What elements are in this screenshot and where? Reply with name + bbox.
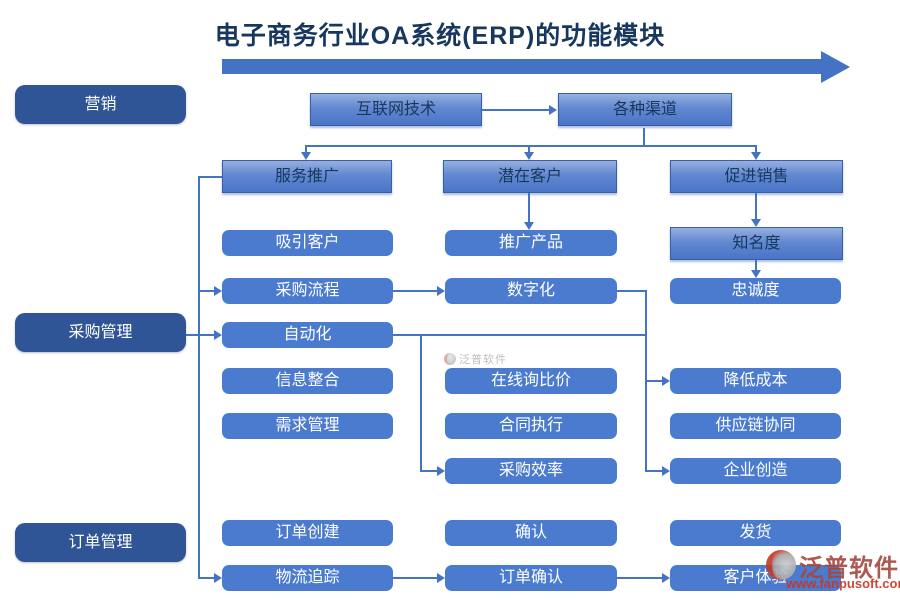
page-title: 电子商务行业OA系统(ERP)的功能模块 xyxy=(214,22,666,50)
node-loyalty: 忠诚度 xyxy=(670,278,841,304)
connector-awareness-to-loyalty xyxy=(755,260,757,270)
node-supply-chain: 供应链协同 xyxy=(670,413,841,439)
node-internet-tech: 互联网技术 xyxy=(310,93,482,126)
fanpu-logo-icon xyxy=(444,353,456,365)
fanpu-logo-icon xyxy=(766,550,796,580)
connector-to-procurement-efficiency xyxy=(420,470,437,472)
node-enterprise-creation: 企业创造 xyxy=(670,458,841,484)
connector-drop-service-promo xyxy=(305,145,307,153)
top-timeline-arrowhead-icon xyxy=(821,51,850,83)
node-online-inquiry: 在线询比价 xyxy=(445,368,617,394)
connector-to-cost-reduction xyxy=(645,380,662,382)
node-shipping: 发货 xyxy=(670,520,841,546)
node-customer-experience: 客户体验 xyxy=(670,565,841,591)
node-awareness: 知名度 xyxy=(670,227,843,260)
connector-mid-spine xyxy=(420,334,422,471)
top-timeline-arrow xyxy=(222,59,822,74)
node-sales-promo: 促进销售 xyxy=(670,160,843,193)
arrowhead-icon xyxy=(437,573,445,583)
node-attract-customers: 吸引客户 xyxy=(222,230,393,256)
arrowhead-icon xyxy=(524,152,534,160)
watermark-center: 泛普软件 xyxy=(444,351,507,367)
node-automation: 自动化 xyxy=(222,322,393,348)
connector-to-enterprise-creation xyxy=(645,470,662,472)
arrowhead-icon xyxy=(301,152,311,160)
node-confirm: 确认 xyxy=(445,520,617,546)
connector-distribution-line xyxy=(305,145,757,147)
node-cost-reduction: 降低成本 xyxy=(670,368,841,394)
arrowhead-icon xyxy=(214,286,222,296)
category-orders: 订单管理 xyxy=(15,523,186,562)
arrowhead-icon xyxy=(662,573,670,583)
connector-left-spine xyxy=(198,176,200,578)
connector-logistics-to-orderconfirm xyxy=(393,577,437,579)
arrowhead-icon xyxy=(751,270,761,278)
watermark-brand-text: 泛普软件 xyxy=(459,354,507,366)
connector-spine-to-service-promo xyxy=(198,176,222,178)
node-contract-exec: 合同执行 xyxy=(445,413,617,439)
connector-drop-potential-customers xyxy=(528,145,530,153)
arrowhead-icon xyxy=(751,152,761,160)
connector-orderconfirm-to-experience xyxy=(617,577,662,579)
node-logistics-tracking: 物流追踪 xyxy=(222,565,393,591)
arrowhead-icon xyxy=(549,105,557,115)
connector-automation-out xyxy=(393,334,647,336)
connector-spine-to-procurement-process xyxy=(198,290,214,292)
node-digitization: 数字化 xyxy=(445,278,617,304)
node-promote-products: 推广产品 xyxy=(445,230,617,256)
arrowhead-icon xyxy=(437,286,445,296)
connector-channels-drop xyxy=(643,128,645,146)
watermark-url-text: www.fanpusoft.com xyxy=(786,576,900,591)
connector-spine-to-logistics xyxy=(198,577,214,579)
connector-digitization-out xyxy=(617,290,647,292)
node-order-creation: 订单创建 xyxy=(222,520,393,546)
category-procurement: 采购管理 xyxy=(15,313,186,352)
connector-sales-to-awareness xyxy=(755,193,757,219)
arrowhead-icon xyxy=(662,466,670,476)
node-potential-customers: 潜在客户 xyxy=(443,160,617,193)
connector-process-to-digitization xyxy=(393,290,437,292)
node-service-promo: 服务推广 xyxy=(222,160,392,193)
node-procurement-process: 采购流程 xyxy=(222,278,393,304)
node-channels: 各种渠道 xyxy=(558,93,732,126)
node-demand-mgmt: 需求管理 xyxy=(222,413,393,439)
watermark-brand-text: 泛普软件 xyxy=(799,555,899,582)
arrowhead-icon xyxy=(662,376,670,386)
node-procurement-efficiency: 采购效率 xyxy=(445,458,617,484)
arrowhead-icon xyxy=(524,222,534,230)
arrowhead-icon xyxy=(214,330,222,340)
connector-procurement-to-automation xyxy=(186,334,214,336)
connector-potential-to-promote xyxy=(528,193,530,222)
connector-drop-sales-promo xyxy=(755,145,757,153)
node-info-integration: 信息整合 xyxy=(222,368,393,394)
arrowhead-icon xyxy=(214,573,222,583)
node-order-confirm: 订单确认 xyxy=(445,565,617,591)
arrowhead-icon xyxy=(751,219,761,227)
category-marketing: 营销 xyxy=(15,85,186,124)
connector-internet-to-channels xyxy=(480,109,549,111)
arrowhead-icon xyxy=(437,466,445,476)
